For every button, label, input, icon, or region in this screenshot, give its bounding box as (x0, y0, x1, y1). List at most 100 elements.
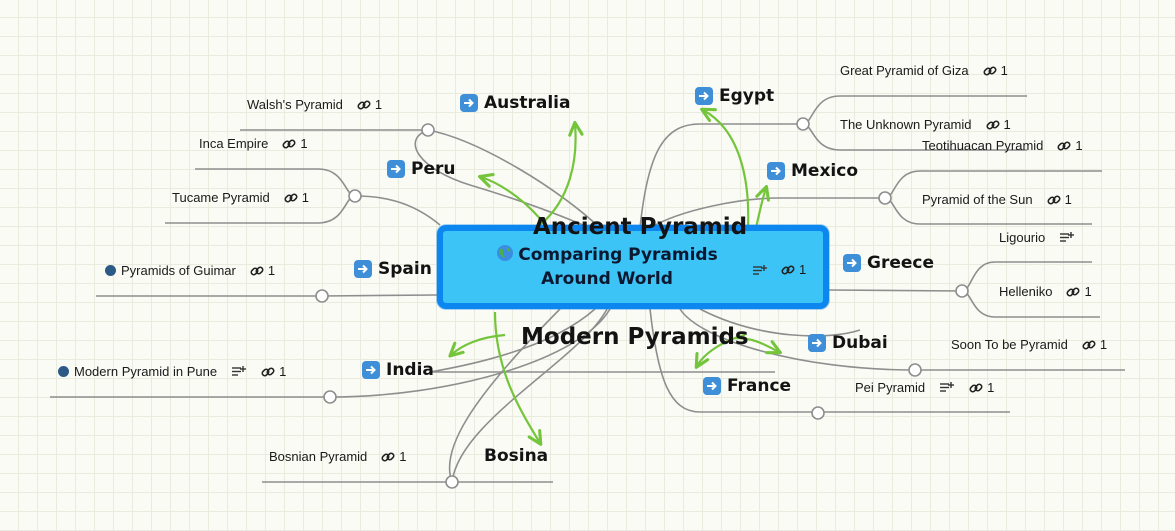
leaf-inca-empire[interactable]: Inca Empire 1 (199, 136, 308, 151)
link-icon (284, 192, 298, 203)
arrow-right-icon (695, 87, 713, 105)
branch-india[interactable]: India (362, 360, 434, 380)
leaf-the-unknown-pyramid[interactable]: The Unknown Pyramid 1 (840, 117, 1011, 132)
notes-icon[interactable] (231, 365, 247, 379)
link-badge[interactable]: 1 (983, 63, 1008, 78)
leaf-walshs-pyramid[interactable]: Walsh's Pyramid 1 (247, 97, 383, 112)
link-badge[interactable]: 1 (1057, 138, 1083, 153)
connector-bosina (262, 308, 608, 483)
leaf-teotihuacan-pyramid[interactable]: Teotihuacan Pyramid 1 (922, 138, 1083, 153)
branch-greece[interactable]: Greece (843, 253, 934, 273)
globe-icon (496, 244, 514, 262)
arrow-right-icon (703, 377, 721, 395)
collapse-knob (811, 406, 825, 420)
arrow-right-icon (767, 162, 785, 180)
connector-greece (828, 289, 963, 292)
notes-icon[interactable] (1059, 231, 1075, 245)
relationship-france (694, 333, 746, 369)
connector-india (50, 308, 611, 398)
collapse-knob (421, 123, 435, 137)
link-badge[interactable]: 1 (781, 262, 806, 277)
branch-dubai[interactable]: Dubai (808, 333, 888, 353)
link-badge[interactable]: 1 (282, 136, 308, 151)
branch-peru[interactable]: Peru (387, 159, 455, 179)
branch-egypt[interactable]: Egypt (695, 86, 774, 106)
link-icon (983, 65, 997, 76)
link-icon (1066, 286, 1080, 297)
relationship-dubai (734, 336, 782, 355)
leaf-pyramids-of-guimar[interactable]: Pyramids of Guimar 1 (105, 263, 275, 278)
collapse-knob (348, 189, 362, 203)
link-icon (1047, 194, 1061, 205)
link-badge[interactable]: 1 (985, 117, 1011, 132)
branch-australia[interactable]: Australia (460, 93, 571, 113)
arrow-right-icon (808, 334, 826, 352)
arrow-right-icon (460, 94, 478, 112)
bullet-dot-icon (105, 265, 116, 276)
leaf-modern-pyramid-in-pune[interactable]: Modern Pyramid in Pune 1 (58, 364, 286, 379)
relationship-india (448, 333, 506, 358)
link-icon (250, 265, 264, 276)
arrow-right-icon (354, 260, 372, 278)
notes-icon[interactable] (939, 381, 955, 395)
leaf-bosnian-pyramid[interactable]: Bosnian Pyramid 1 (269, 449, 407, 464)
branch-spain[interactable]: Spain (354, 259, 432, 279)
link-icon (261, 366, 275, 377)
arrow-right-icon (387, 160, 405, 178)
link-badge[interactable]: 1 (250, 263, 275, 278)
collapse-knob (908, 363, 922, 377)
link-badge[interactable]: 1 (1066, 284, 1092, 299)
branch-mexico[interactable]: Mexico (767, 161, 858, 181)
connector-france (649, 308, 818, 413)
floating-topic-ancient[interactable]: Ancient Pyramid (533, 214, 748, 240)
central-topic[interactable]: Comparing Pyramids Around World 1 (437, 225, 829, 309)
bullet-dot-icon (58, 366, 69, 377)
link-icon (381, 451, 395, 462)
collapse-knob (445, 475, 459, 489)
collapse-knob (323, 390, 337, 404)
arrow-right-icon (843, 254, 861, 272)
collapse-knob (796, 117, 810, 131)
collapse-knob (315, 289, 329, 303)
link-badge[interactable]: 1 (1082, 337, 1107, 352)
connector-peru (354, 195, 441, 226)
link-badge[interactable]: 1 (284, 190, 309, 205)
connector-mexico (649, 197, 885, 229)
branch-france[interactable]: France (703, 376, 791, 396)
relationship-peru (477, 173, 546, 226)
link-badge[interactable]: 1 (969, 380, 994, 395)
notes-icon[interactable] (752, 264, 768, 278)
leaf-tucame-pyramid[interactable]: Tucame Pyramid 1 (172, 190, 310, 205)
leaf-great-pyramid-of-giza[interactable]: Great Pyramid of Giza 1 (840, 63, 1008, 78)
link-badge[interactable]: 1 (1047, 192, 1072, 207)
relationship-bosina (493, 311, 543, 446)
connector-spain (96, 294, 438, 297)
link-icon (282, 138, 296, 149)
connector-egypt (639, 123, 803, 229)
link-icon (1082, 339, 1096, 350)
branch-bosina[interactable]: Bosina (484, 446, 549, 466)
arrow-right-icon (362, 361, 380, 379)
leaf-helleniko[interactable]: Helleniko 1 (999, 284, 1092, 299)
leaf-soon-to-be-pyramid[interactable]: Soon To be Pyramid 1 (951, 337, 1108, 352)
leaf-pei-pyramid[interactable]: Pei Pyramid 1 (855, 380, 995, 395)
link-icon (781, 264, 795, 275)
floating-topic-modern[interactable]: Modern Pyramids (521, 324, 749, 350)
link-badge[interactable]: 1 (381, 449, 407, 464)
relationship-australia (539, 120, 584, 226)
relationship-egypt (700, 107, 750, 229)
connector-australia (240, 129, 601, 229)
leaf-pyramid-of-the-sun[interactable]: Pyramid of the Sun 1 (922, 192, 1072, 207)
link-badge[interactable]: 1 (261, 364, 286, 379)
link-icon (1057, 140, 1071, 151)
leaf-ligourio[interactable]: Ligourio (999, 230, 1075, 245)
link-icon (357, 99, 371, 110)
link-icon (985, 119, 1000, 130)
link-icon (969, 382, 983, 393)
central-topic-title: Comparing Pyramids Around World (518, 245, 718, 289)
relationship-mexico (754, 184, 770, 229)
collapse-knob (955, 284, 969, 298)
link-badge[interactable]: 1 (357, 97, 382, 112)
